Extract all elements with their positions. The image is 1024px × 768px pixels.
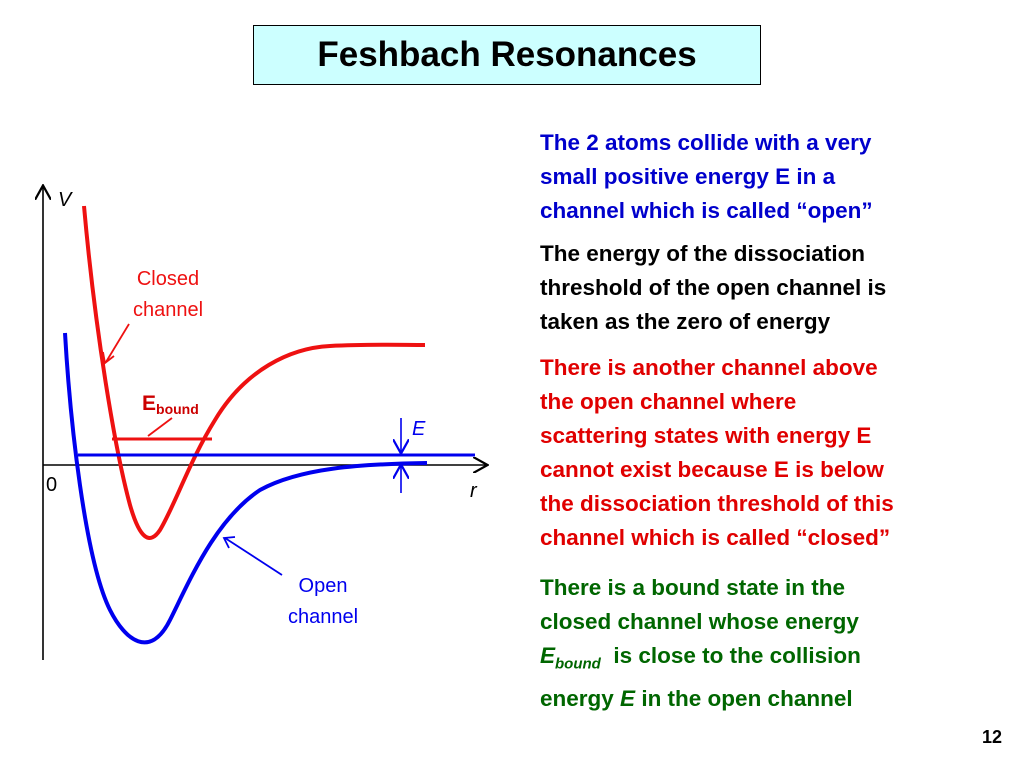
closed-channel-label-2: channel	[133, 299, 203, 321]
closed-channel-curve	[82, 205, 426, 540]
energy-symbol: E	[620, 685, 636, 711]
p2-line: threshold of the open channel is	[540, 275, 887, 300]
paragraph-bound-state: There is a bound state in the closed cha…	[540, 571, 1000, 716]
closed-channel-label-1: Closed	[137, 268, 199, 290]
r-axis-label: r	[470, 480, 478, 502]
p2-line: taken as the zero of energy	[540, 309, 831, 334]
open-channel-label-1: Open	[299, 575, 348, 597]
p3-line: the dissociation threshold of this	[540, 491, 894, 516]
p3-line: scattering states with energy E	[540, 423, 872, 448]
energy-e-label: E	[412, 418, 426, 440]
paragraph-open-channel: The 2 atoms collide with a very small po…	[540, 126, 1000, 228]
open-channel-label-2: channel	[288, 606, 358, 628]
p4-line3-rest: is close to the collision	[600, 643, 861, 668]
potential-diagram: V r 0 Ebound Closed channel Open channel…	[0, 0, 520, 660]
p3-line: the open channel where	[540, 389, 797, 414]
closed-arrow-head	[102, 351, 115, 365]
paragraph-zero-energy: The energy of the dissociation threshold…	[540, 237, 1000, 339]
p4-line: energy E in the open channel	[540, 682, 1000, 716]
p1-line: channel which is called “open”	[540, 198, 873, 223]
p4-line: closed channel whose energy	[540, 609, 859, 634]
p3-line: There is another channel above	[540, 355, 878, 380]
ebound-subscript: bound	[555, 655, 601, 673]
p3-line: cannot exist because E is below	[540, 457, 884, 482]
v-axis-label: V	[58, 189, 73, 211]
slide-number: 12	[981, 727, 1002, 747]
p4-line: Ebound is close to the collision	[540, 639, 1000, 682]
p4-line4-b: in the open channel	[635, 685, 853, 711]
origin-label: 0	[46, 474, 57, 496]
page-title: Feshbach Resonances	[317, 35, 697, 74]
open-channel-curve	[63, 332, 428, 645]
p3-line: channel which is called “closed”	[540, 525, 891, 550]
open-channel-arrow	[224, 537, 283, 576]
p2-line: The energy of the dissociation	[540, 241, 866, 266]
ebound-pointer	[147, 417, 173, 437]
closed-channel-arrow	[105, 323, 130, 363]
paragraph-closed-channel: There is another channel above the open …	[540, 351, 1000, 555]
ebound-label: Ebound	[142, 392, 199, 417]
p1-line: The 2 atoms collide with a very	[540, 130, 872, 155]
p4-line4-a: energy	[540, 685, 621, 711]
open-arrow-head	[222, 536, 236, 549]
ebound-symbol: E	[540, 643, 556, 668]
title-box: Feshbach Resonances	[253, 25, 761, 85]
p1-line: small positive energy E in a	[540, 164, 836, 189]
p4-line: There is a bound state in the	[540, 575, 846, 600]
